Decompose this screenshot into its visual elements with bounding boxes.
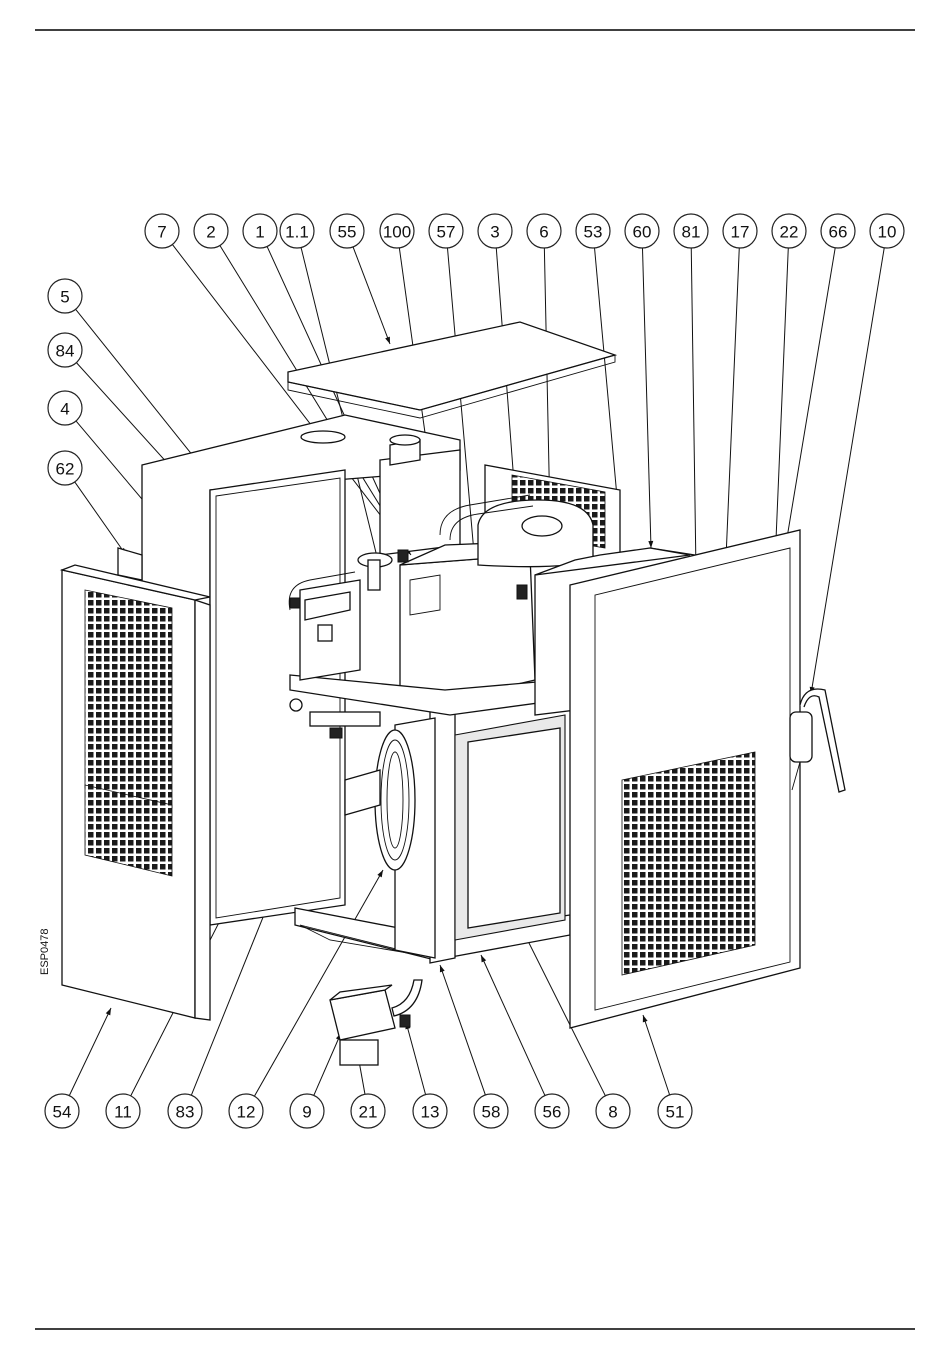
left-side-panel bbox=[62, 548, 210, 1020]
callout-66: 66 bbox=[821, 214, 855, 248]
callout-10: 10 bbox=[870, 214, 904, 248]
callout-label: 8 bbox=[608, 1103, 617, 1122]
callout-9: 9 bbox=[290, 1094, 324, 1128]
callout-label: 81 bbox=[682, 223, 701, 242]
condenser-assembly bbox=[345, 715, 565, 940]
leader-line-left-3 bbox=[75, 482, 126, 555]
leader-line-bottom-7 bbox=[440, 965, 485, 1095]
callout-label: 12 bbox=[237, 1103, 256, 1122]
callout-2: 2 bbox=[194, 214, 228, 248]
right-door-panel bbox=[570, 530, 800, 1028]
callout-label: 13 bbox=[421, 1103, 440, 1122]
callout-label: 10 bbox=[878, 223, 897, 242]
callout-22: 22 bbox=[772, 214, 806, 248]
leader-line-top-10 bbox=[642, 248, 651, 548]
leader-line-bottom-0 bbox=[69, 1008, 111, 1096]
callout-60: 60 bbox=[625, 214, 659, 248]
callout-62: 62 bbox=[48, 451, 82, 485]
callout-57: 57 bbox=[429, 214, 463, 248]
callout-label: 54 bbox=[53, 1103, 72, 1122]
callout-53: 53 bbox=[576, 214, 610, 248]
callout-label: 66 bbox=[829, 223, 848, 242]
callout-13: 13 bbox=[413, 1094, 447, 1128]
callout-label: 57 bbox=[437, 223, 456, 242]
leader-line-bottom-10 bbox=[643, 1015, 670, 1095]
drawing-code: ESP0478 bbox=[39, 929, 51, 975]
callout-label: 1.1 bbox=[285, 223, 309, 242]
callout-84: 84 bbox=[48, 333, 82, 367]
callout-label: 58 bbox=[482, 1103, 501, 1122]
callout-56: 56 bbox=[535, 1094, 569, 1128]
callout-55: 55 bbox=[330, 214, 364, 248]
callout-7: 7 bbox=[145, 214, 179, 248]
callout-label: 6 bbox=[539, 223, 548, 242]
callout-6: 6 bbox=[527, 214, 561, 248]
callout-label: 62 bbox=[56, 460, 75, 479]
callout-1: 1 bbox=[243, 214, 277, 248]
leader-line-top-4 bbox=[353, 247, 390, 344]
callout-label: 60 bbox=[633, 223, 652, 242]
callout-label: 9 bbox=[302, 1103, 311, 1122]
callout-4: 4 bbox=[48, 391, 82, 425]
callout-label: 100 bbox=[383, 223, 411, 242]
callout-label: 3 bbox=[490, 223, 499, 242]
callout-label: 22 bbox=[780, 223, 799, 242]
callout-label: 7 bbox=[157, 223, 166, 242]
leader-arrowhead-bottom-7 bbox=[440, 965, 445, 972]
callout-label: 84 bbox=[56, 342, 75, 361]
callout-label: 56 bbox=[543, 1103, 562, 1122]
callout-81: 81 bbox=[674, 214, 708, 248]
leader-line-top-15 bbox=[811, 248, 884, 694]
callout-12: 12 bbox=[229, 1094, 263, 1128]
leader-line-bottom-4 bbox=[314, 1033, 341, 1095]
leader-line-top-9 bbox=[595, 248, 617, 497]
leader-line-bottom-8 bbox=[481, 955, 545, 1096]
callout-label: 5 bbox=[60, 288, 69, 307]
leader-arrowhead-bottom-3 bbox=[377, 870, 383, 877]
callout-label: 55 bbox=[338, 223, 357, 242]
callout-54: 54 bbox=[45, 1094, 79, 1128]
callout-label: 53 bbox=[584, 223, 603, 242]
leader-arrowhead-bottom-10 bbox=[643, 1015, 648, 1022]
callout-label: 2 bbox=[206, 223, 215, 242]
callout-17: 17 bbox=[723, 214, 757, 248]
leader-arrowhead-bottom-8 bbox=[481, 955, 486, 962]
callout-100: 100 bbox=[380, 214, 414, 248]
callout-label: 21 bbox=[359, 1103, 378, 1122]
callout-83: 83 bbox=[168, 1094, 202, 1128]
callout-label: 4 bbox=[60, 400, 69, 419]
leader-arrowhead-top-4 bbox=[385, 337, 390, 344]
callout-51: 51 bbox=[658, 1094, 692, 1128]
callout-label: 11 bbox=[114, 1103, 132, 1122]
callout-8: 8 bbox=[596, 1094, 630, 1128]
callout-21: 21 bbox=[351, 1094, 385, 1128]
callout-1-1: 1.1 bbox=[280, 214, 314, 248]
callout-3: 3 bbox=[478, 214, 512, 248]
condensate-drain bbox=[330, 980, 422, 1065]
leader-line-top-14 bbox=[780, 248, 835, 580]
callout-label: 1 bbox=[255, 223, 264, 242]
top-cover-panel bbox=[288, 322, 615, 410]
callout-label: 83 bbox=[176, 1103, 195, 1122]
callout-label: 51 bbox=[666, 1103, 685, 1122]
callout-58: 58 bbox=[474, 1094, 508, 1128]
leader-arrowhead-bottom-0 bbox=[106, 1008, 111, 1015]
callout-5: 5 bbox=[48, 279, 82, 313]
leader-arrowhead-top-10 bbox=[648, 541, 653, 548]
leader-line-bottom-6 bbox=[406, 1022, 426, 1095]
callout-label: 17 bbox=[731, 223, 750, 242]
callout-11: 11 bbox=[106, 1094, 140, 1128]
